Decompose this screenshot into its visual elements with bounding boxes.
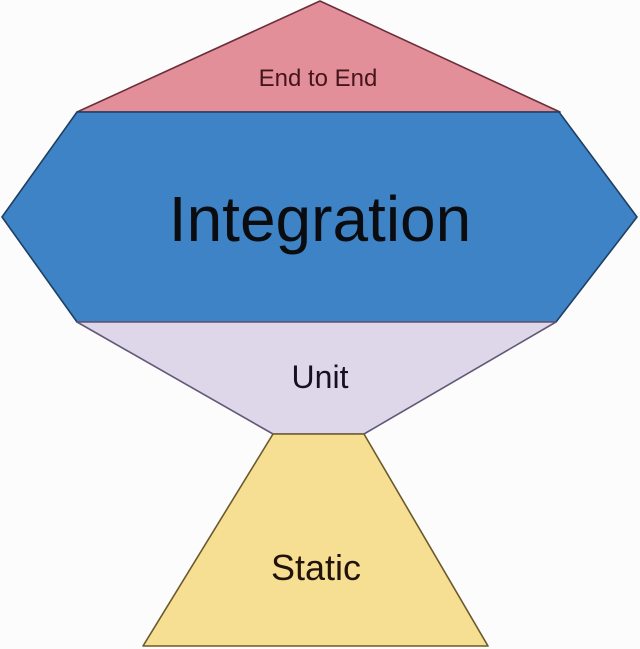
- unit-label: Unit: [292, 359, 349, 395]
- integration-label: Integration: [169, 183, 471, 255]
- end-to-end-label: End to End: [259, 65, 378, 92]
- static-shape: [142, 433, 489, 647]
- static-label: Static: [271, 547, 361, 588]
